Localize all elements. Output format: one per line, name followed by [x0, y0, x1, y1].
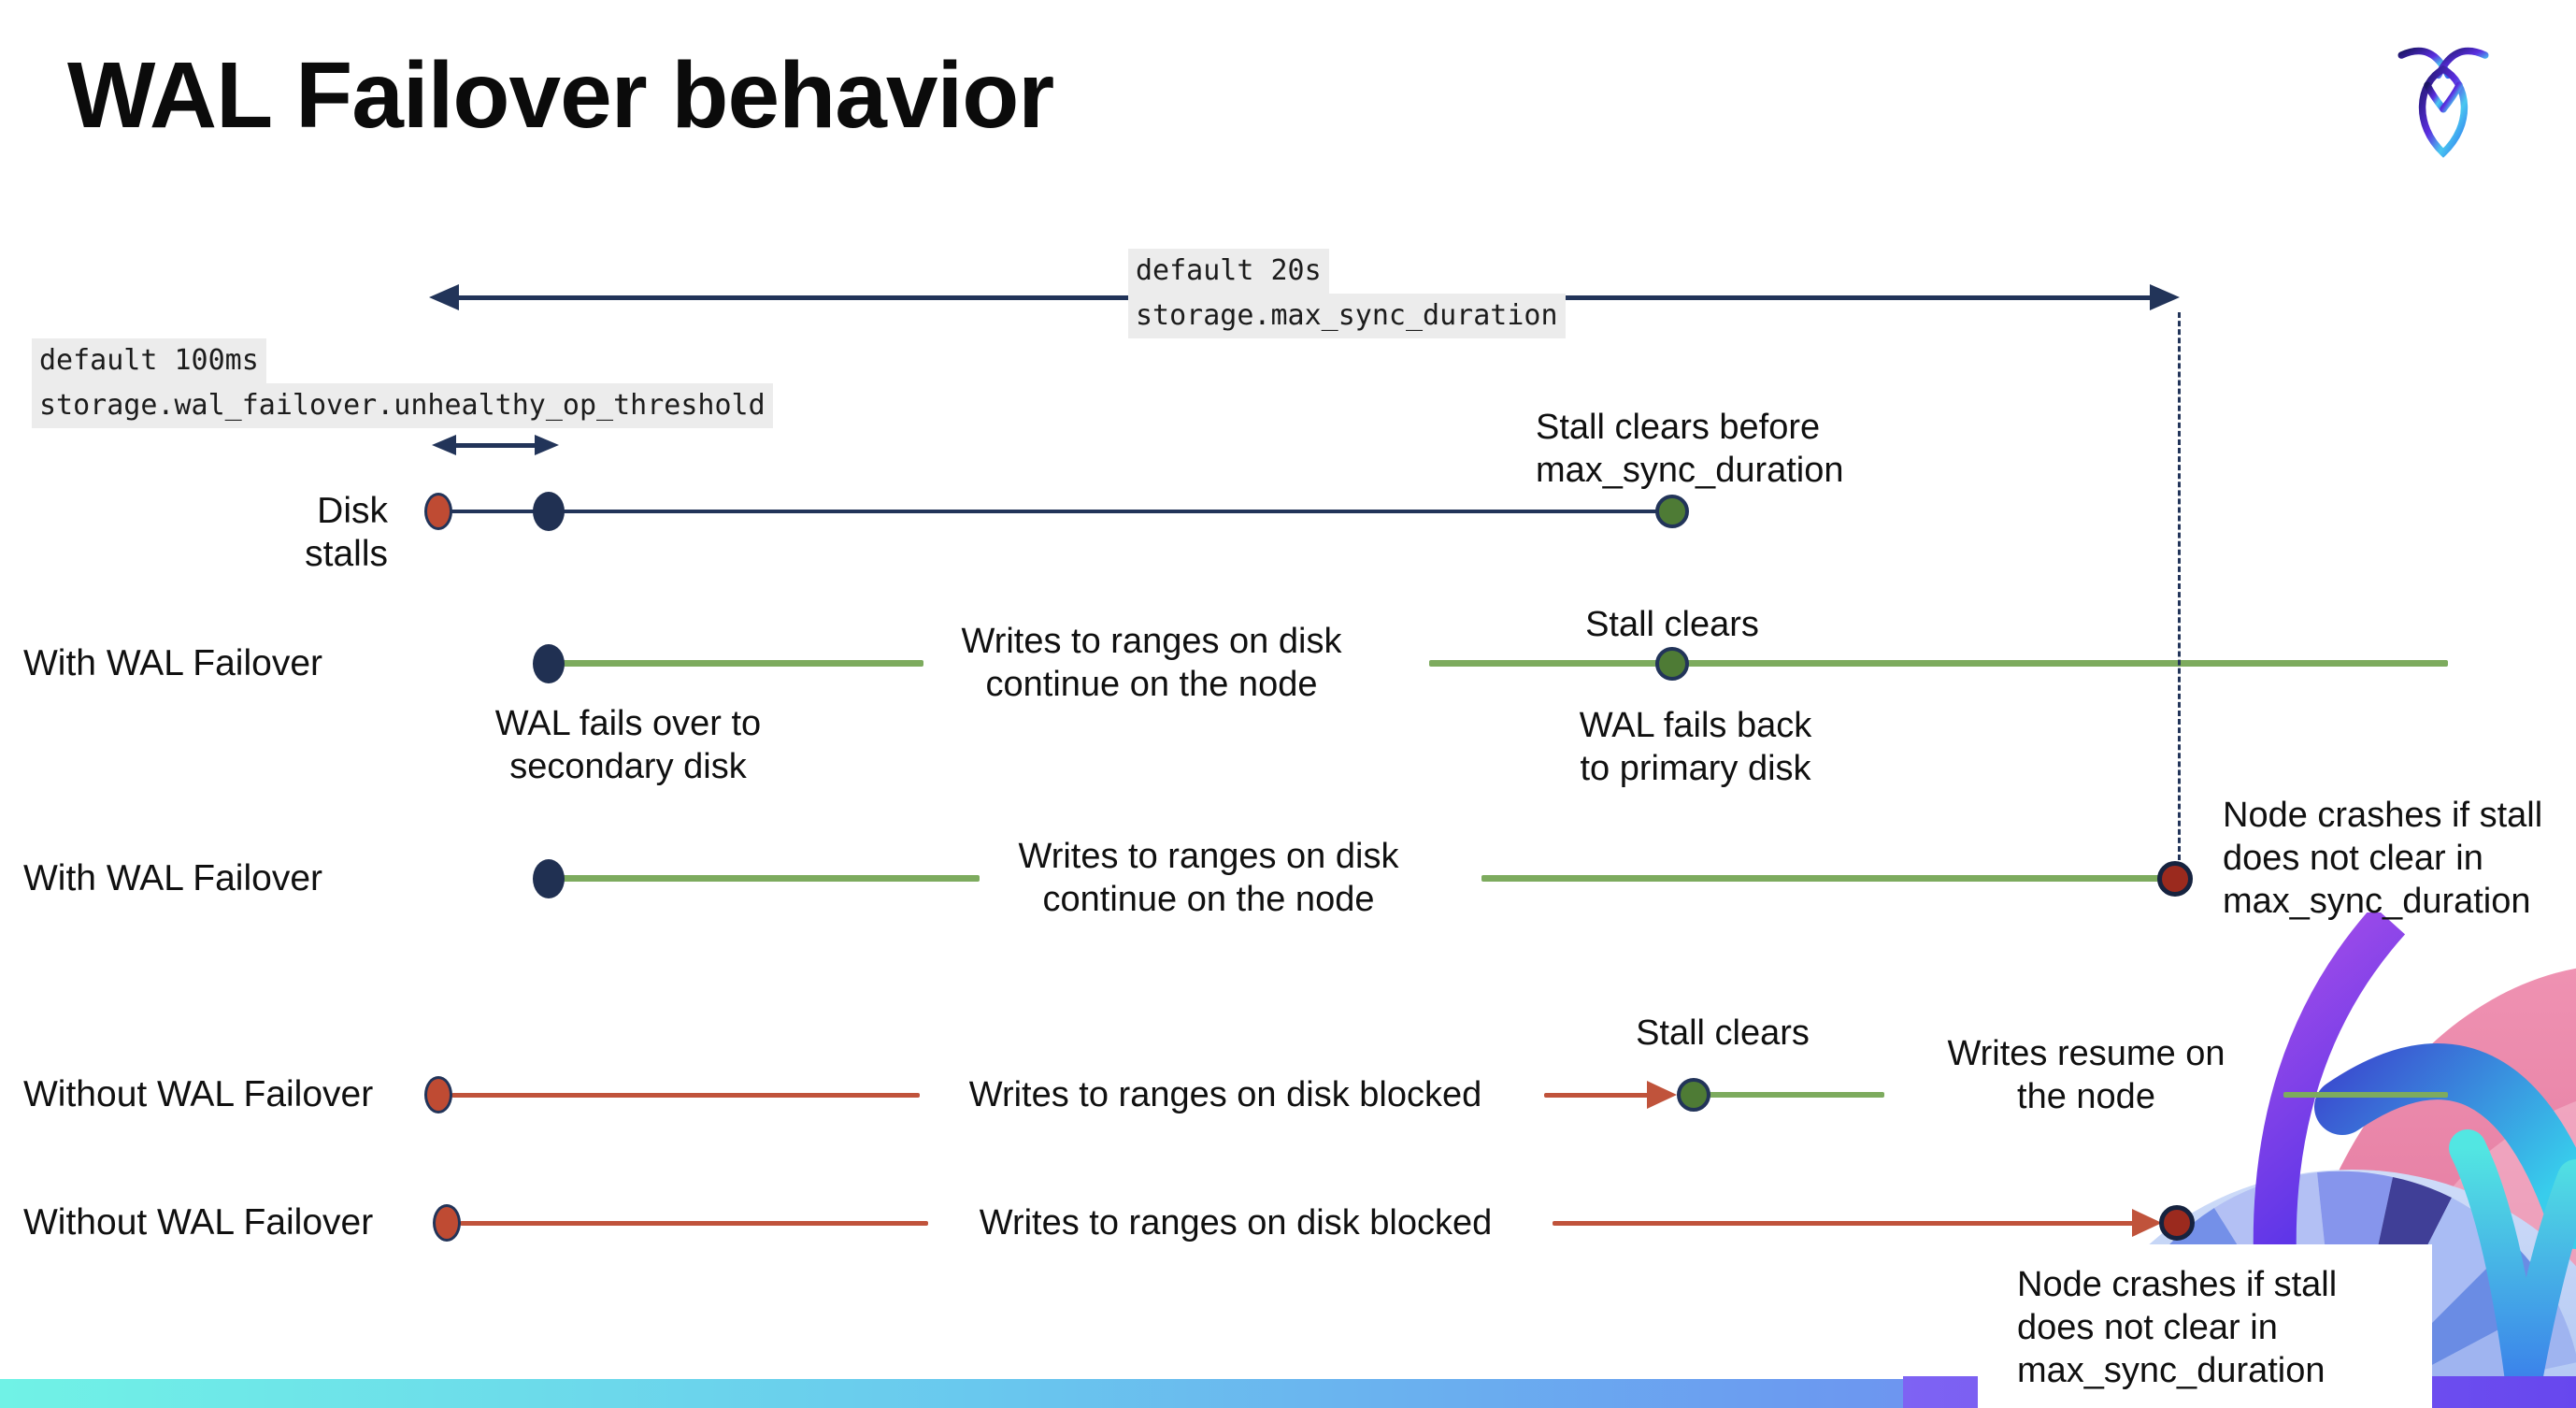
row-label-without-wal-failover-1: Without WAL Failover [23, 1074, 374, 1114]
unhealthy-op-threshold-label: default 100ms storage.wal_failover.unhea… [32, 338, 773, 428]
note-writes-continue-1: Writes to ranges on disk continue on the… [961, 622, 1342, 704]
failover-timeline-2-segment-a [559, 875, 980, 882]
unhealthy-op-setting-name: storage.wal_failover.unhealthy_op_thresh… [32, 383, 773, 428]
failover-timeline-2-segment-b [1481, 875, 2172, 882]
note-writes-blocked-1: Writes to ranges on disk blocked [968, 1075, 1482, 1114]
node-crashes-callout-box [1978, 1244, 2432, 1408]
failover-start-dot-1 [533, 644, 565, 683]
cockroachdb-logo-icon [2397, 47, 2489, 158]
threshold-arrow-left-head [432, 435, 456, 455]
stall-start-dot-row5 [433, 1204, 461, 1242]
stall-clears-dot-row2 [1655, 647, 1689, 681]
failover-start-dot-2 [533, 859, 565, 898]
max-sync-duration-label: default 20s storage.max_sync_duration [1128, 249, 1566, 338]
blocked-timeline-2-segment-a [460, 1221, 928, 1226]
stall-clears-dot-row4 [1677, 1078, 1710, 1112]
blocked-timeline-1-segment-b [1544, 1093, 1653, 1098]
note-stall-clears-row2: Stall clears [1585, 605, 1759, 644]
failover-timeline-1-segment-b [1429, 660, 2448, 667]
note-wal-fails-back: WAL fails back to primary disk [1579, 706, 1812, 788]
blocked-arrow-head-row4 [1647, 1081, 1677, 1109]
note-node-crashes-row5: Node crashes if stall does not clear in … [2017, 1265, 2338, 1390]
node-crash-dot-row5 [2159, 1205, 2195, 1241]
blocked-arrow-head-row5 [2132, 1209, 2162, 1237]
threshold-arrow-right-head [535, 435, 559, 455]
note-node-crashes-row3: Node crashes if stall does not clear in … [2223, 796, 2543, 921]
stall-start-dot-row4 [424, 1076, 452, 1113]
note-writes-blocked-2: Writes to ranges on disk blocked [979, 1203, 1493, 1243]
failover-timeline-1-segment-a [559, 660, 923, 667]
threshold-reached-dot [533, 492, 565, 531]
threshold-arrow-line [452, 443, 538, 448]
resume-timeline-segment-a [1709, 1092, 1884, 1098]
blocked-timeline-1-segment-a [451, 1093, 920, 1098]
max-sync-deadline-dashed-line [2178, 312, 2181, 860]
resume-timeline-segment-b [2283, 1092, 2448, 1098]
node-crash-dot-row3 [2157, 861, 2193, 897]
note-wal-fails-over: WAL fails over to secondary disk [494, 704, 762, 786]
disk-stall-start-dot [424, 493, 452, 530]
row-label-disk-stalls: Disk stalls [305, 491, 388, 574]
note-writes-resume: Writes resume on the node [1947, 1034, 2225, 1116]
row-label-with-wal-failover-1: With WAL Failover [23, 643, 322, 683]
row-label-with-wal-failover-2: With WAL Failover [23, 858, 322, 898]
row-label-without-wal-failover-2: Without WAL Failover [23, 1202, 374, 1243]
page-title: WAL Failover behavior [67, 43, 1054, 148]
blocked-timeline-2-segment-b [1553, 1221, 2136, 1226]
note-writes-continue-2: Writes to ranges on disk continue on the… [1018, 837, 1399, 919]
note-stall-clears-row4: Stall clears [1636, 1013, 1810, 1053]
stall-clears-dot-row1 [1655, 495, 1689, 528]
disk-stalls-timeline [438, 510, 1659, 513]
unhealthy-op-default-value: default 100ms [32, 338, 266, 383]
max-sync-arrow-left-head [429, 284, 459, 310]
max-sync-setting-name: storage.max_sync_duration [1128, 294, 1566, 338]
max-sync-default-value: default 20s [1128, 249, 1329, 294]
max-sync-arrow-right-head [2150, 284, 2180, 310]
note-stall-clears-before: Stall clears before max_sync_duration [1536, 408, 1844, 490]
